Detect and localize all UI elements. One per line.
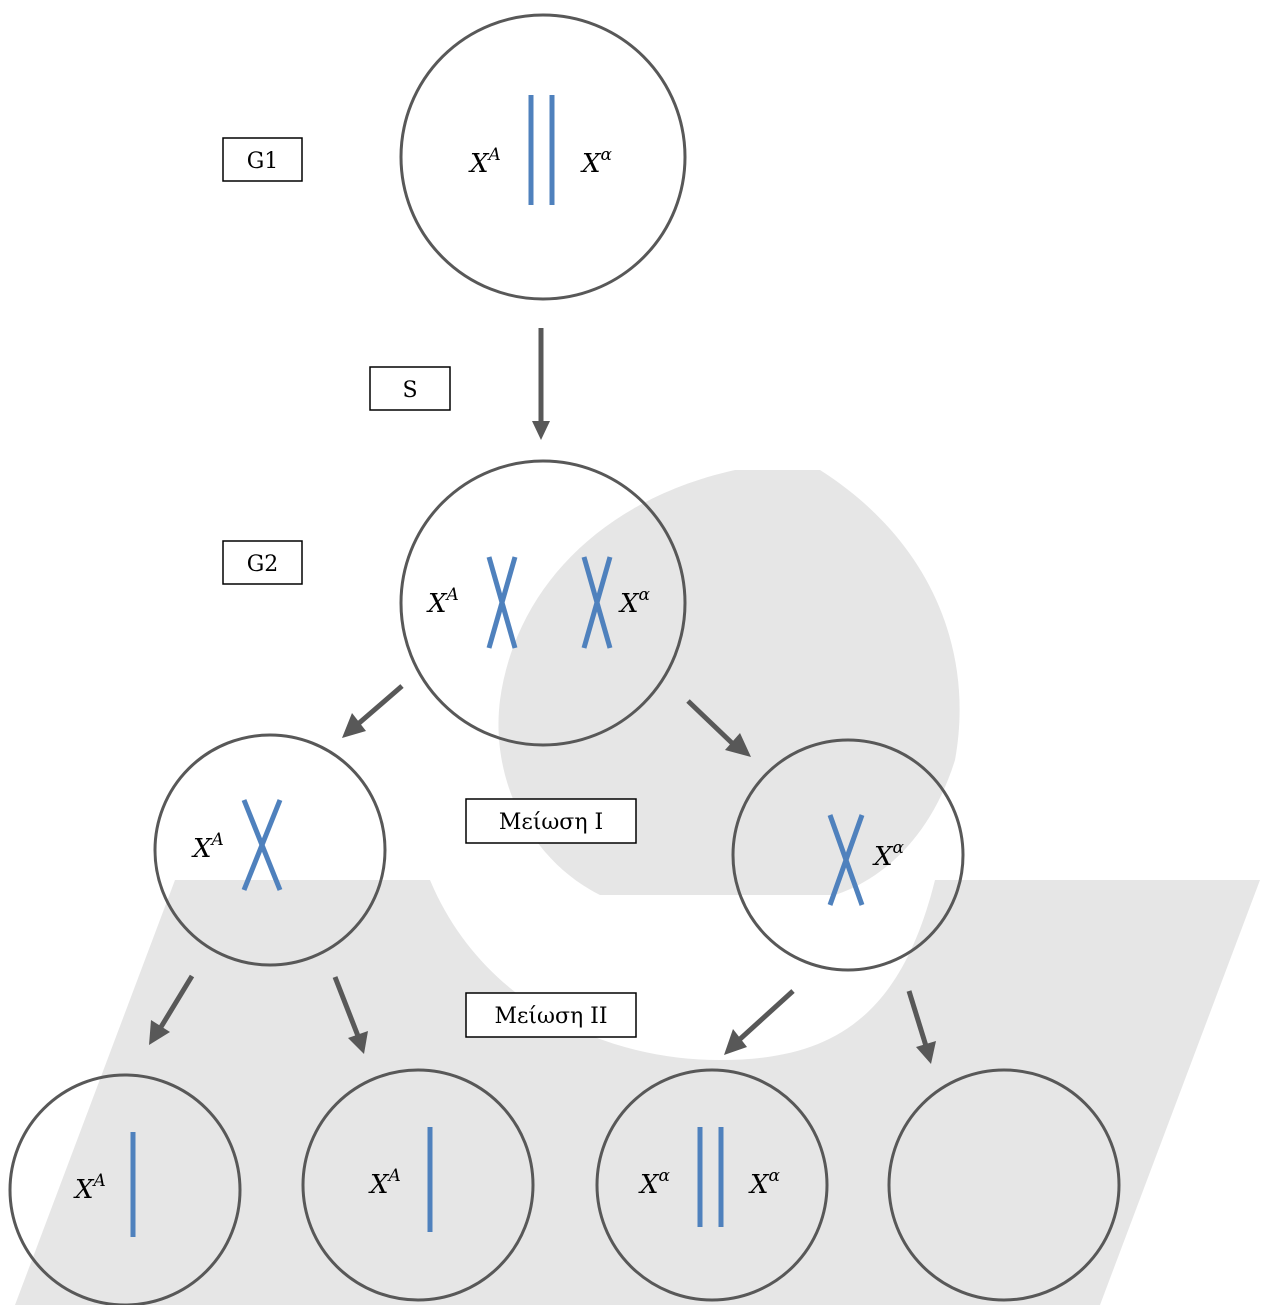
- gamete-4-outline: [887, 1068, 1121, 1302]
- label-s-text: S: [402, 378, 417, 403]
- label-s: S: [369, 366, 451, 411]
- meiosis1-left-chromosome: [241, 799, 283, 891]
- label-meiosis1: Μείωση I: [465, 798, 637, 844]
- watermark-logo: [15, 470, 1260, 1305]
- label-g2: G2: [222, 540, 303, 585]
- label-meiosis1-text: Μείωση I: [499, 810, 603, 835]
- g2-chromosome-left: [486, 556, 518, 649]
- g2-cell: XA Xα: [399, 459, 687, 747]
- watermark-upper-shape: [498, 470, 960, 895]
- meiosis1-right-cell-outline: [731, 738, 965, 972]
- arrow-left-to-gamete-2: [332, 976, 368, 1054]
- g2-cell-outline: [399, 459, 687, 747]
- label-g1-text: G1: [247, 149, 279, 174]
- g1-allele-right: Xα: [580, 145, 613, 179]
- meiosis1-right-chromosome: [827, 814, 865, 906]
- label-g1: G1: [222, 137, 303, 182]
- arrow-g2-to-right: [686, 699, 751, 757]
- g2-chromosome-right: [581, 556, 613, 649]
- gamete-2: XA: [301, 1068, 535, 1302]
- meiosis1-right-cell: Xα: [731, 738, 965, 972]
- gamete-1: XA: [8, 1073, 242, 1305]
- gamete-1-allele: XA: [73, 1171, 106, 1205]
- arrow-right-to-gamete-4: [906, 990, 936, 1064]
- gamete-1-outline: [8, 1073, 242, 1305]
- g1-cell: XA Xα: [399, 13, 687, 301]
- meiosis1-left-cell: XA: [153, 733, 387, 967]
- arrow-g2-to-left: [342, 684, 404, 738]
- g2-allele-right: Xα: [618, 585, 651, 619]
- arrow-right-to-gamete-3: [724, 989, 795, 1055]
- gamete-3-outline: [595, 1068, 829, 1302]
- label-meiosis2: Μείωση II: [465, 992, 637, 1038]
- g2-allele-left: XA: [426, 585, 459, 619]
- g1-cell-outline: [399, 13, 687, 301]
- gamete-2-allele: XA: [368, 1166, 401, 1200]
- gamete-4: [887, 1068, 1121, 1302]
- meiosis1-right-allele: Xα: [872, 838, 905, 872]
- gamete-3: Xα Xα: [595, 1068, 829, 1302]
- arrow-s-phase: [532, 328, 550, 440]
- label-g2-text: G2: [247, 552, 279, 577]
- label-meiosis2-text: Μείωση II: [494, 1004, 607, 1029]
- watermark-lower-band: [15, 880, 1260, 1305]
- arrows: [149, 328, 936, 1064]
- gamete-2-outline: [301, 1068, 535, 1302]
- meiosis1-left-cell-outline: [153, 733, 387, 967]
- gamete-3-allele-left: Xα: [638, 1166, 671, 1200]
- g1-allele-left: XA: [468, 145, 501, 179]
- arrow-left-to-gamete-1: [149, 974, 195, 1045]
- meiosis1-left-allele: XA: [191, 830, 224, 864]
- gamete-3-allele-right: Xα: [748, 1166, 781, 1200]
